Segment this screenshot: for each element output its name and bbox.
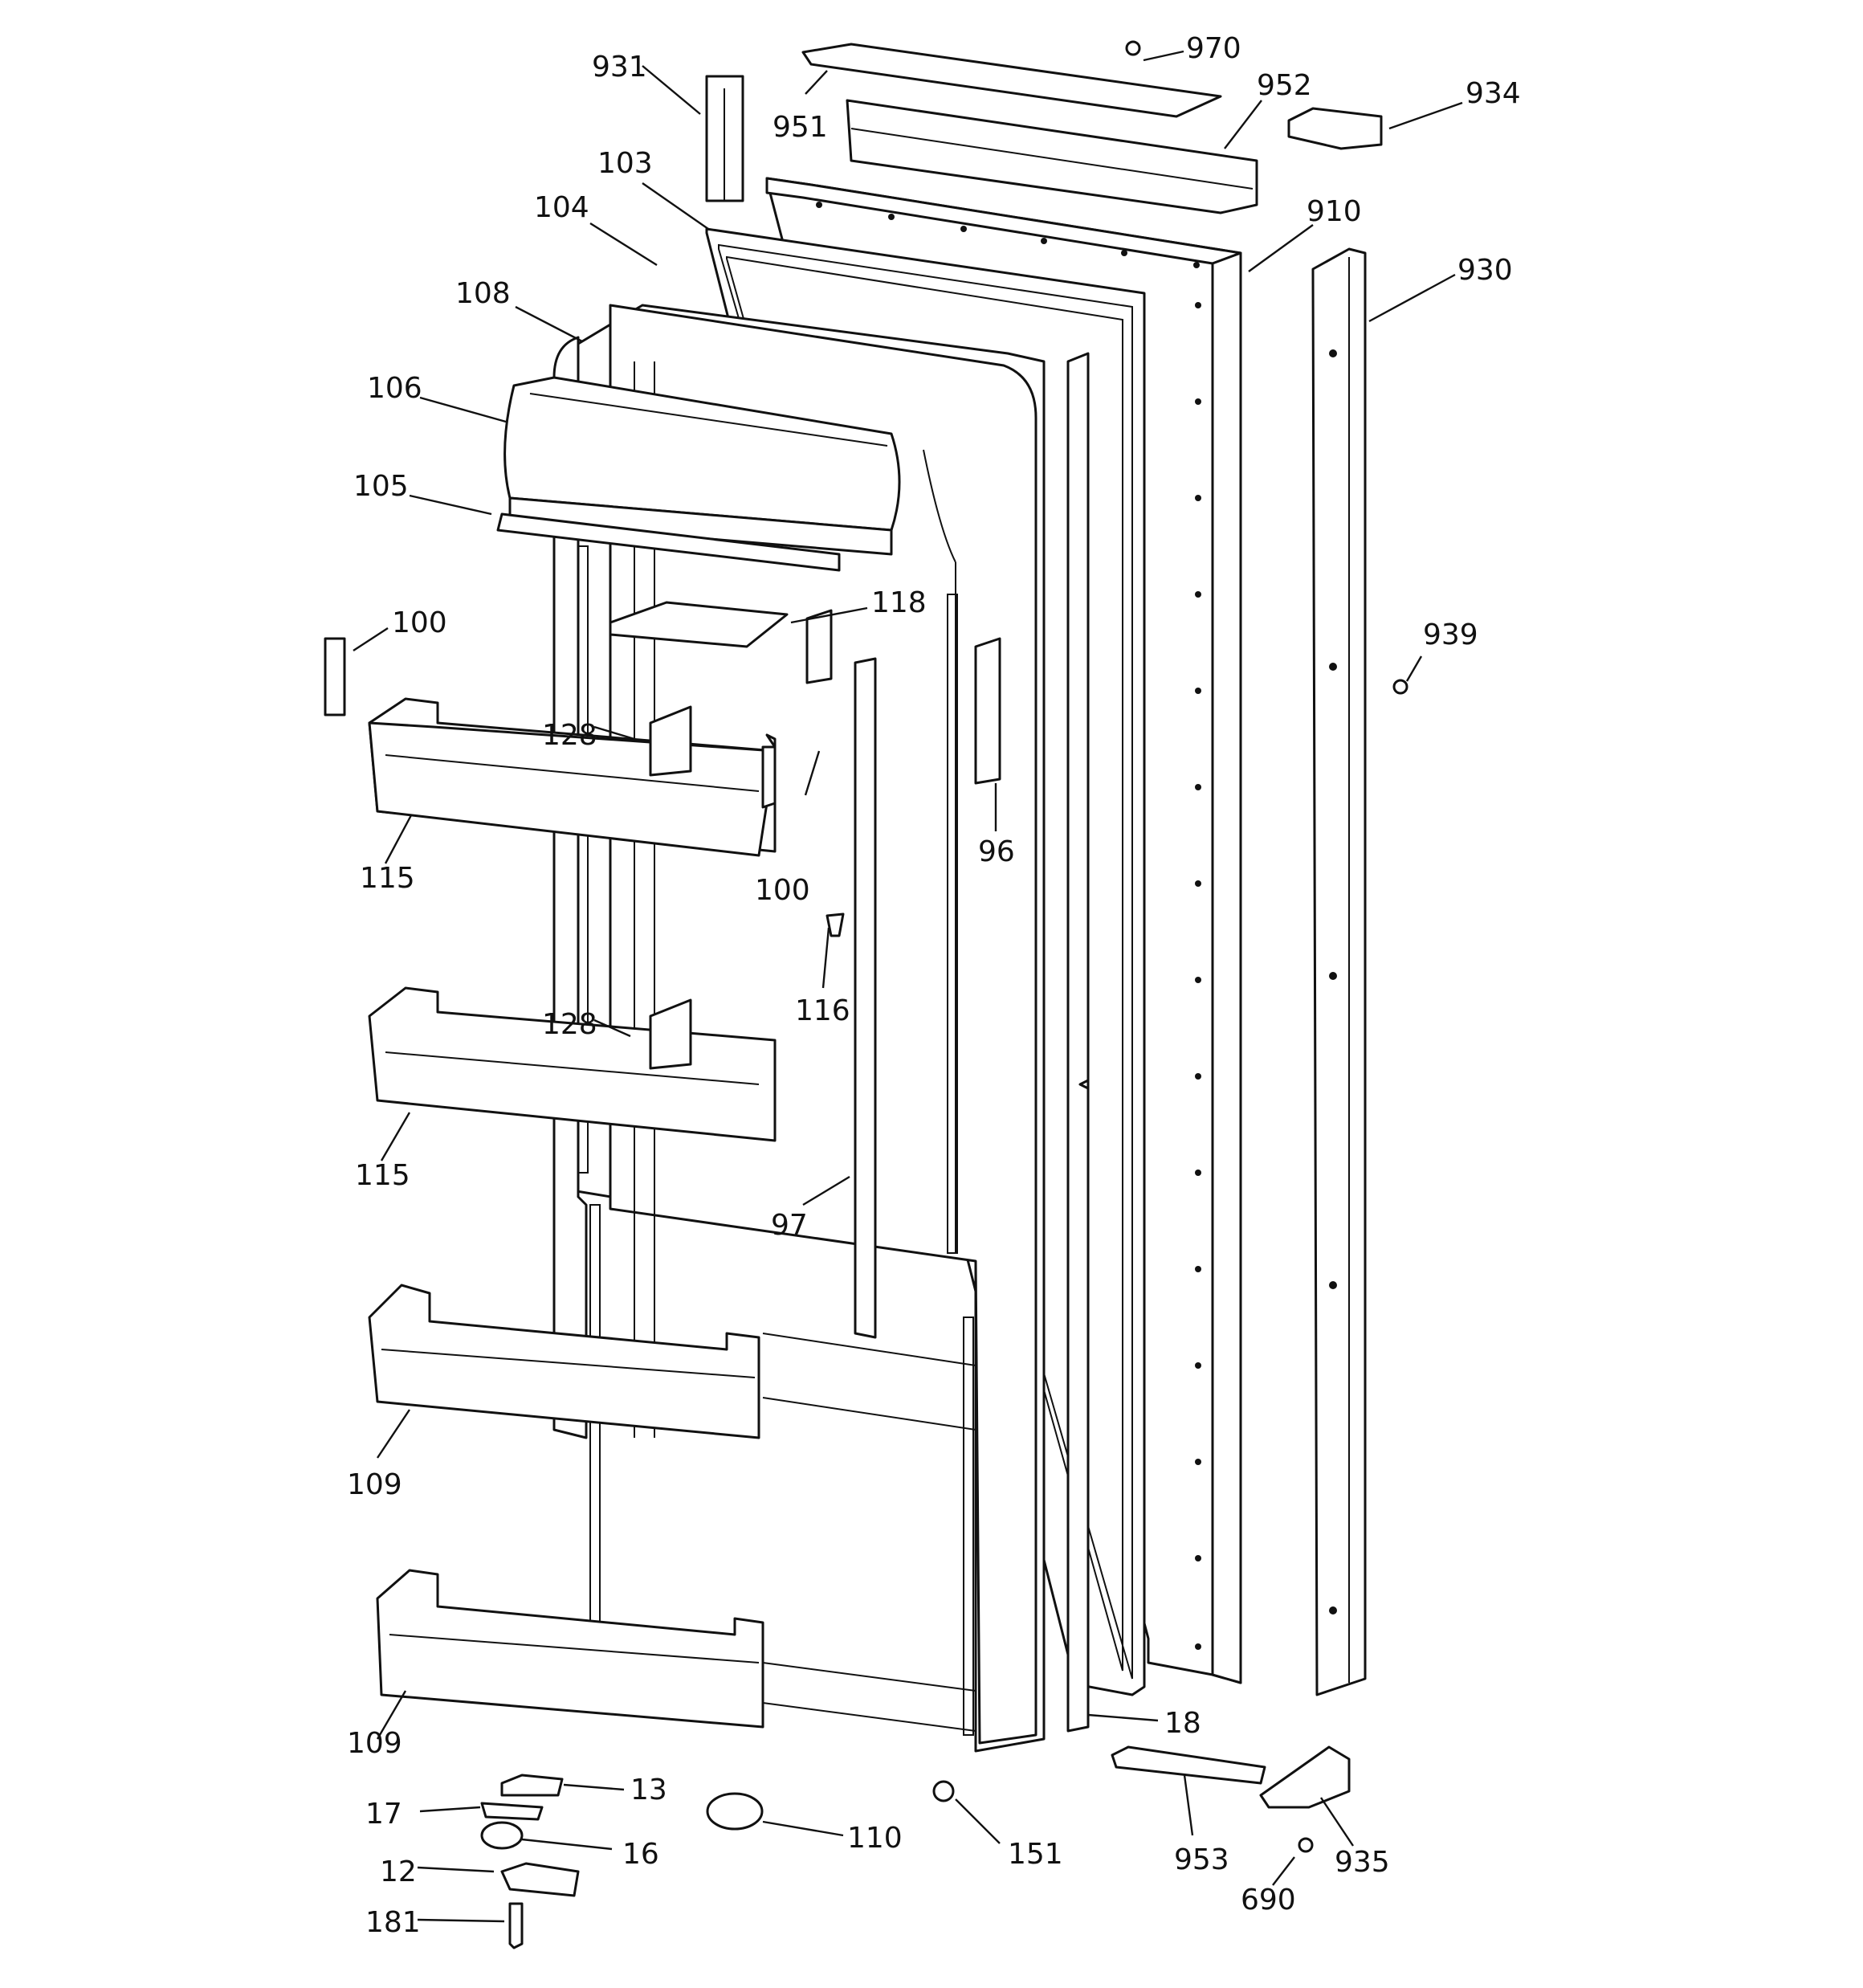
- callout-931: 931: [592, 51, 647, 84]
- handle-trim-strip: [1311, 247, 1367, 1696]
- callout-690: 690: [1241, 1884, 1296, 1917]
- dairy-compartment: [496, 376, 901, 572]
- callout-104: 104: [534, 191, 589, 224]
- callout-935: 935: [1335, 1846, 1390, 1879]
- callout-115-upper: 115: [360, 862, 415, 895]
- callout-109-upper: 109: [347, 1468, 402, 1501]
- callout-930: 930: [1457, 254, 1513, 287]
- leader-lines: [353, 50, 1463, 1923]
- callout-108: 108: [455, 277, 511, 310]
- retainer-strips: [854, 352, 1090, 1733]
- callout-970: 970: [1186, 32, 1241, 65]
- callout-934: 934: [1466, 77, 1521, 110]
- callout-18: 18: [1164, 1707, 1201, 1740]
- callout-951: 951: [773, 111, 828, 144]
- callout-106: 106: [367, 372, 422, 405]
- door-liner: [552, 304, 1046, 1753]
- callout-labels: 931 951 970 952 934 103 104 108 106 105 …: [347, 32, 1521, 1939]
- top-trim-parts: [705, 43, 1383, 214]
- callout-939: 939: [1423, 618, 1478, 651]
- door-shelf-bin-109-upper: [368, 1284, 760, 1439]
- callout-96: 96: [978, 835, 1015, 868]
- door-shelf-bin-115-upper: [368, 697, 777, 857]
- callout-953: 953: [1174, 1843, 1229, 1876]
- callout-952: 952: [1257, 69, 1312, 102]
- callout-118: 118: [871, 586, 927, 619]
- door-shelf-bin-109-lower: [376, 1569, 764, 1729]
- callout-17: 17: [365, 1798, 402, 1831]
- callout-116: 116: [795, 994, 850, 1027]
- callout-110: 110: [847, 1822, 903, 1855]
- callout-128-upper: 128: [542, 719, 597, 752]
- callout-97: 97: [771, 1209, 808, 1242]
- callout-109-lower: 109: [347, 1727, 402, 1760]
- callout-12: 12: [380, 1855, 417, 1888]
- callout-103: 103: [597, 147, 653, 180]
- callout-128-lower: 128: [542, 1008, 597, 1041]
- callout-115-lower: 115: [355, 1159, 410, 1192]
- callout-105: 105: [353, 470, 409, 503]
- callout-181: 181: [365, 1906, 421, 1939]
- callout-151: 151: [1008, 1838, 1063, 1871]
- callout-16: 16: [622, 1838, 659, 1871]
- callout-100-left: 100: [392, 606, 447, 639]
- callout-13: 13: [630, 1774, 667, 1806]
- callout-100-right: 100: [755, 874, 810, 907]
- callout-910: 910: [1307, 195, 1362, 228]
- small-hardware: [324, 40, 1408, 1949]
